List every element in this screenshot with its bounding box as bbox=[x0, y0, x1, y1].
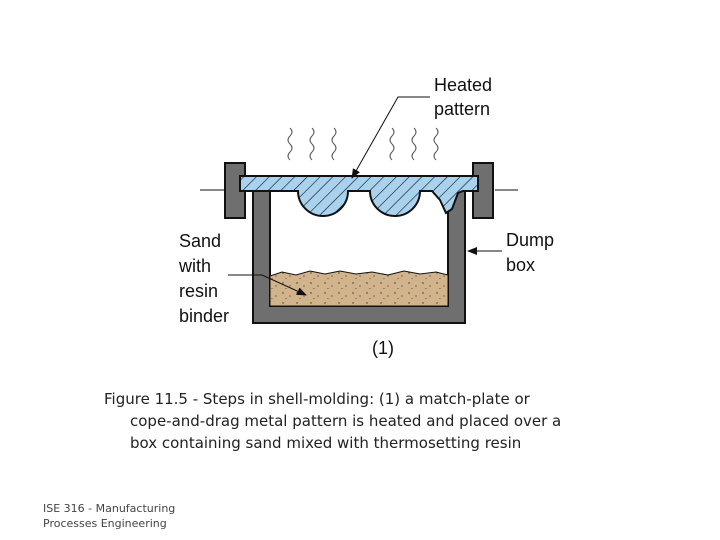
heated-pattern-label: Heated pattern bbox=[434, 75, 492, 119]
shell-molding-diagram: Heated pattern Sand with resin binder Du… bbox=[178, 75, 554, 358]
dump-box-label: Dump box bbox=[506, 230, 554, 275]
sand-leader-arrow bbox=[228, 274, 307, 296]
dump-box-label-line2: box bbox=[506, 255, 535, 275]
heat-wave bbox=[309, 127, 315, 161]
heat-wave bbox=[433, 127, 439, 161]
sand-label-line3: resin bbox=[179, 281, 218, 301]
dump-box-label-line1: Dump bbox=[506, 230, 554, 250]
footer-line-2: Processes Engineering bbox=[43, 517, 167, 530]
sand-label-line2: with bbox=[178, 256, 211, 276]
figure-caption: Figure 11.5 ‑ Steps in shell‑molding: (1… bbox=[104, 388, 644, 454]
heated-pattern-label-line1: Heated bbox=[434, 75, 492, 95]
caption-line-3: box containing sand mixed with thermoset… bbox=[130, 434, 522, 452]
course-footer: ISE 316 - Manufacturing Processes Engine… bbox=[43, 501, 175, 531]
heat-wave bbox=[287, 127, 293, 161]
sand-label-line1: Sand bbox=[179, 231, 221, 251]
caption-line-2: cope‑and‑drag metal pattern is heated an… bbox=[130, 412, 562, 430]
heat-wave bbox=[331, 127, 337, 161]
heated-pattern-leader-arrow bbox=[351, 96, 430, 179]
heat-wave bbox=[411, 127, 417, 161]
heated-pattern-label-line2: pattern bbox=[434, 99, 490, 119]
heat-wave bbox=[389, 127, 395, 161]
heat-waves bbox=[287, 127, 439, 161]
sand-label-line4: binder bbox=[179, 306, 229, 326]
sand-resin-mixture bbox=[269, 270, 449, 307]
caption-line-1: Figure 11.5 ‑ Steps in shell‑molding: (1… bbox=[104, 390, 530, 408]
heated-pattern bbox=[239, 175, 479, 217]
step-number-label: (1) bbox=[372, 338, 394, 358]
footer-line-1: ISE 316 - Manufacturing bbox=[43, 502, 176, 515]
sand-with-resin-binder-label: Sand with resin binder bbox=[178, 231, 229, 326]
